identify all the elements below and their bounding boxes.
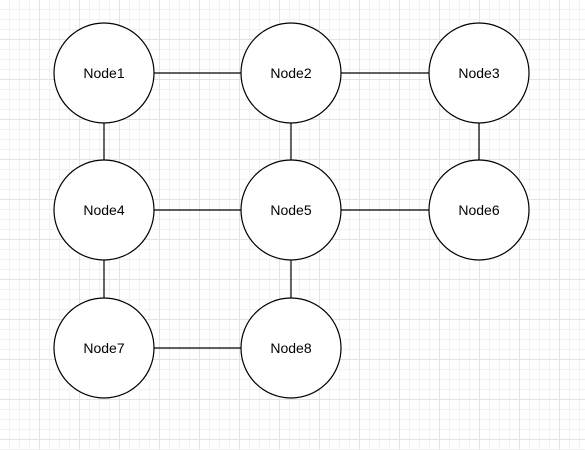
node-5[interactable]: Node5: [240, 159, 342, 261]
edges-layer: [103, 72, 480, 349]
node-7-label: Node7: [83, 340, 124, 356]
node-6-circle[interactable]: [428, 159, 530, 261]
node-7-circle[interactable]: [53, 297, 155, 399]
node-1[interactable]: Node1: [53, 22, 155, 124]
node-3[interactable]: Node3: [428, 22, 530, 124]
node-4-circle[interactable]: [53, 159, 155, 261]
node-4-label: Node4: [83, 202, 124, 218]
node-1-label: Node1: [83, 65, 124, 81]
node-3-label: Node3: [458, 65, 499, 81]
node-2-label: Node2: [270, 65, 311, 81]
node-1-circle[interactable]: [53, 22, 155, 124]
nodes-layer: Node1 Node2 Node3 Node4 Node5 Node6: [53, 22, 530, 399]
node-5-label: Node5: [270, 202, 311, 218]
node-2[interactable]: Node2: [240, 22, 342, 124]
node-3-circle[interactable]: [428, 22, 530, 124]
node-4[interactable]: Node4: [53, 159, 155, 261]
node-5-circle[interactable]: [240, 159, 342, 261]
node-7[interactable]: Node7: [53, 297, 155, 399]
node-2-circle[interactable]: [240, 22, 342, 124]
node-8[interactable]: Node8: [240, 297, 342, 399]
node-8-circle[interactable]: [240, 297, 342, 399]
node-6-label: Node6: [458, 202, 499, 218]
node-6[interactable]: Node6: [428, 159, 530, 261]
node-8-label: Node8: [270, 340, 311, 356]
